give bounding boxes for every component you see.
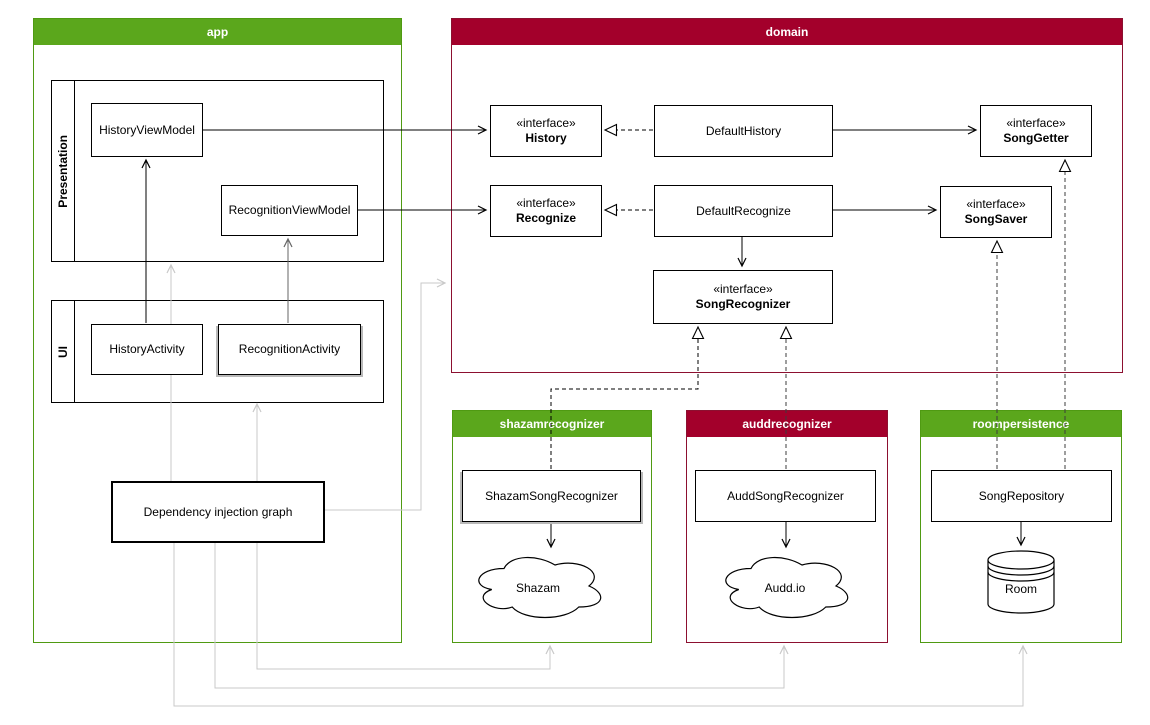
node-interface-song-recognizer-stereotype: «interface» [713,282,773,296]
node-default-recognize: DefaultRecognize [654,185,833,237]
node-interface-song-getter-label: SongGetter [1003,131,1069,145]
node-history-view-model-label: HistoryViewModel [99,122,195,137]
node-shazam-song-recognizer-label: ShazamSongRecognizer [485,488,618,503]
shazam-cloud-label: Shazam [515,581,561,595]
node-interface-song-saver-label: SongSaver [964,212,1028,226]
audd-cloud-icon: Audd.io [717,551,853,621]
node-interface-song-recognizer-label: SongRecognizer [695,297,791,311]
node-recognition-view-model-label: RecognitionViewModel [228,203,351,217]
node-interface-recognize-label: Recognize [515,211,576,225]
node-audd-song-recognizer: AuddSongRecognizer [695,470,876,522]
node-recognition-view-model: RecognitionViewModel [221,185,358,236]
module-app-header: app [34,19,401,45]
node-interface-song-saver-stereotype: «interface» [966,197,1026,211]
node-interface-recognize: «interface» Recognize [490,185,602,237]
node-dependency-injection-graph: Dependency injection graph [111,481,325,543]
node-history-activity: HistoryActivity [91,324,203,375]
node-interface-song-getter: «interface» SongGetter [980,105,1092,157]
node-history-activity-label: HistoryActivity [109,342,185,356]
module-domain-header: domain [452,19,1122,45]
module-shazamrecognizer-header: shazamrecognizer [453,411,651,437]
node-dependency-injection-graph-label: Dependency injection graph [143,504,293,519]
audd-cloud-label: Audd.io [764,581,806,595]
section-presentation-label: Presentation [56,134,70,208]
node-recognition-activity-label: RecognitionActivity [238,342,341,356]
node-shazam-song-recognizer: ShazamSongRecognizer [462,470,641,522]
node-interface-song-getter-stereotype: «interface» [1006,116,1066,130]
module-auddrecognizer-header: auddrecognizer [687,411,887,437]
node-interface-history: «interface» History [490,105,602,157]
node-interface-history-stereotype: «interface» [516,116,576,130]
room-database-label: Room [1004,582,1037,596]
node-interface-song-recognizer: «interface» SongRecognizer [653,270,833,324]
node-song-repository: SongRepository [931,470,1112,522]
node-interface-song-saver: «interface» SongSaver [940,186,1052,238]
node-history-view-model: HistoryViewModel [91,103,203,157]
shazam-cloud-icon: Shazam [470,551,606,621]
node-song-repository-label: SongRepository [978,488,1065,503]
node-audd-song-recognizer-label: AuddSongRecognizer [727,488,844,503]
node-recognition-activity: RecognitionActivity [218,324,361,375]
room-database-icon: Room [987,550,1055,614]
node-interface-history-label: History [525,131,567,145]
section-ui-label: UI [56,345,70,358]
node-default-history: DefaultHistory [654,105,833,157]
module-roompersistence-header: roompersistence [921,411,1121,437]
section-presentation-band: Presentation [52,81,75,261]
node-default-history-label: DefaultHistory [705,123,782,138]
node-interface-recognize-stereotype: «interface» [516,196,576,210]
node-default-recognize-label: DefaultRecognize [696,203,791,218]
section-ui-band: UI [52,301,75,402]
